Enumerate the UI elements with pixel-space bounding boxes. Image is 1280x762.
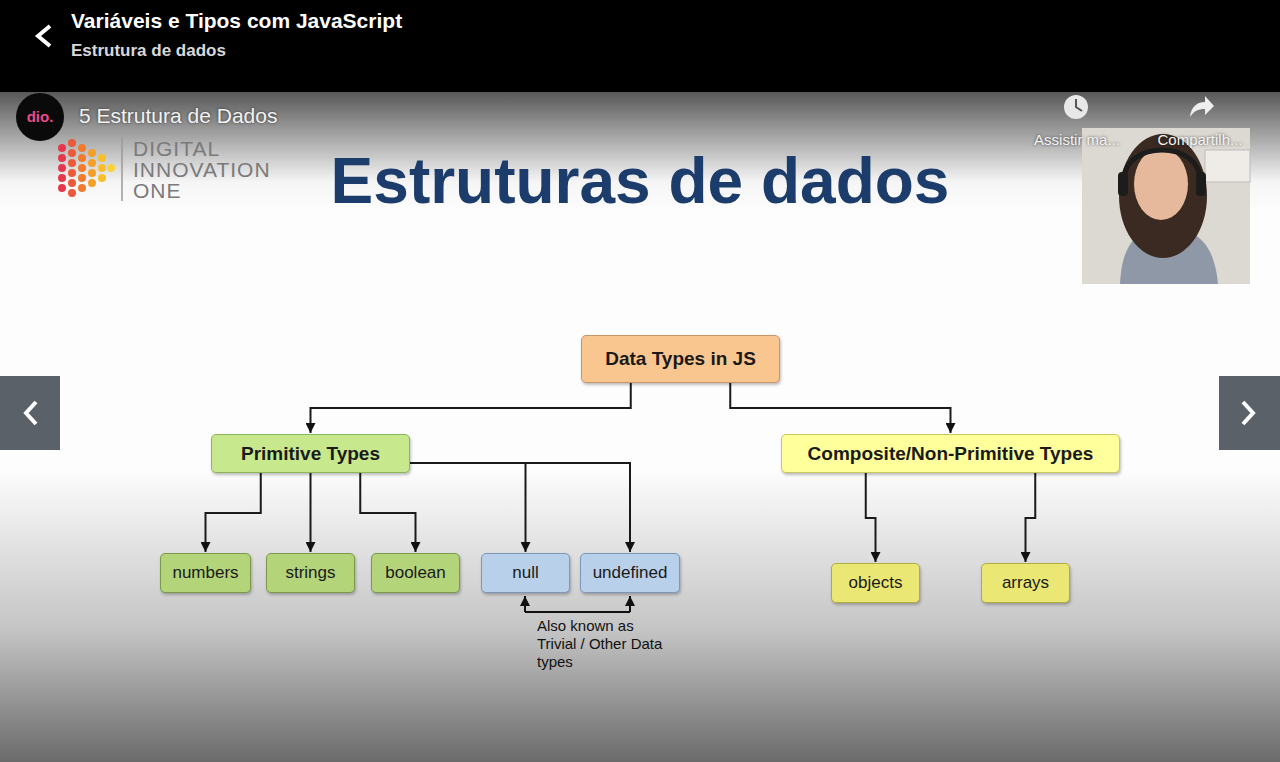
brand-divider: [121, 137, 123, 201]
channel-logo-text: dio.: [16, 108, 64, 125]
course-title: Variáveis e Tipos com JavaScript: [71, 9, 402, 33]
connector-arrow: [866, 473, 876, 562]
node-text: null: [512, 563, 538, 583]
connector-arrow: [1026, 473, 1036, 562]
brand-word: ONE: [133, 179, 182, 203]
node-text: Primitive Types: [241, 443, 380, 465]
node-text: objects: [849, 573, 903, 593]
connector-arrow: [311, 383, 631, 433]
next-slide-button: [1219, 376, 1280, 450]
connector-arrow: [206, 473, 261, 552]
trivial-types-bracket: [525, 596, 630, 612]
clock-icon: [1064, 95, 1088, 119]
video-bottom-shade: [0, 470, 1280, 762]
type-box: arrays: [981, 563, 1070, 603]
root-type-box: Data Types in JS: [581, 335, 780, 383]
type-box: null: [481, 553, 570, 593]
lesson-subtitle: Estrutura de dados: [71, 41, 226, 61]
type-box: strings: [266, 553, 355, 593]
channel-logo: [16, 93, 64, 141]
type-box: boolean: [371, 553, 460, 593]
connector-arrow: [410, 463, 630, 552]
connector-arrow: [410, 463, 526, 552]
type-box: undefined: [580, 553, 680, 593]
connector-arrow: [360, 473, 415, 552]
node-text: numbers: [172, 563, 238, 583]
previous-slide-button: [0, 376, 60, 450]
node-text: Composite/Non-Primitive Types: [808, 443, 1094, 465]
annotation-note: Also known as Trivial / Other Data types: [537, 617, 669, 671]
connector-arrow: [730, 383, 950, 433]
back-chevron: [38, 26, 50, 46]
share-icon: [1190, 96, 1214, 117]
node-text: boolean: [385, 563, 446, 583]
type-box: objects: [831, 563, 920, 603]
webcam-picture: [1082, 128, 1250, 284]
type-box: numbers: [160, 553, 251, 593]
node-text: Data Types in JS: [605, 348, 756, 370]
video-title: 5 Estrutura de Dados: [79, 104, 277, 128]
node-text: strings: [285, 563, 335, 583]
connector-arrow: [310, 473, 312, 552]
category-box: Composite/Non-Primitive Types: [781, 434, 1120, 473]
watch-later-label: Assistir ma...: [1022, 131, 1132, 148]
node-text: undefined: [593, 563, 668, 583]
brand-dots: [58, 139, 115, 197]
share-label: Compartilh...: [1146, 131, 1254, 148]
category-box: Primitive Types: [211, 434, 410, 473]
brand-word: INNOVATION: [133, 158, 271, 182]
brand-word: DIGITAL: [133, 137, 220, 161]
node-text: arrays: [1002, 573, 1049, 593]
